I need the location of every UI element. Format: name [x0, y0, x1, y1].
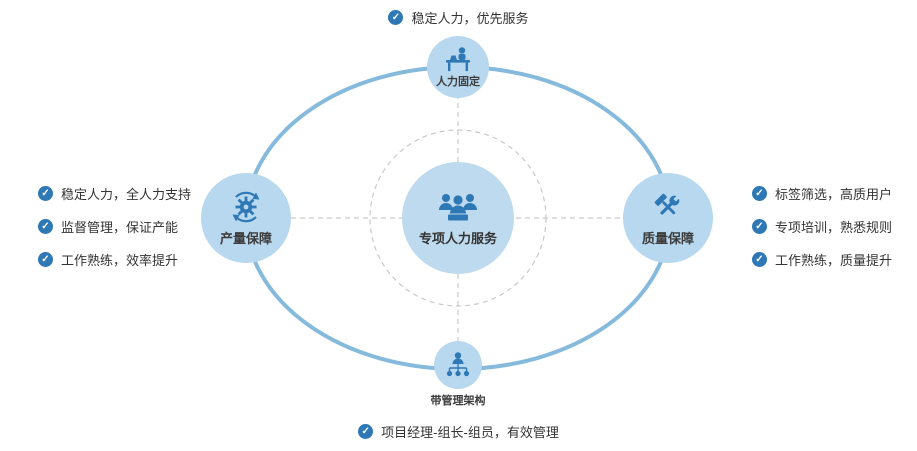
node-center-service: 专项人力服务: [402, 162, 514, 274]
annotation-bottom-text: 项目经理-组长-组员，有效管理: [381, 425, 559, 440]
check-icon: ✓: [752, 252, 767, 267]
team-icon: [435, 189, 481, 223]
org-structure-icon: [445, 351, 471, 379]
hammer-wrench-icon: [651, 190, 685, 224]
benefit-text: 监督管理，保证产能: [61, 220, 179, 235]
benefit-item: ✓ 工作熟练，质量提升: [752, 250, 892, 269]
check-icon: ✓: [752, 219, 767, 234]
check-icon: ✓: [38, 252, 53, 267]
center-label: 专项人力服务: [418, 231, 497, 246]
benefit-text: 工作熟练，效率提升: [61, 253, 179, 268]
check-icon: ✓: [38, 219, 53, 234]
benefit-list-left: ✓ 稳定人力，全人力支持 ✓ 监督管理，保证产能 ✓ 工作熟练，效率提升: [38, 184, 191, 283]
benefit-text: 工作熟练，质量提升: [775, 253, 893, 268]
benefit-item: ✓ 工作熟练，效率提升: [38, 250, 191, 269]
benefit-text: 标签筛选，高质用户: [775, 187, 893, 202]
benefit-text: 专项培训，熟悉规则: [775, 220, 893, 235]
annotation-top-text: 稳定人力，优先服务: [411, 11, 529, 26]
node-right-label: 质量保障: [641, 230, 694, 246]
benefit-item: ✓ 专项培训，熟悉规则: [752, 217, 892, 236]
annotation-bottom: ✓ 项目经理-组长-组员，有效管理: [0, 422, 917, 441]
node-bottom-label: 带管理架构: [430, 395, 486, 407]
node-management-structure: 带管理架构: [418, 341, 498, 408]
check-icon: ✓: [38, 186, 53, 201]
benefit-item: ✓ 标签筛选，高质用户: [752, 184, 892, 203]
benefit-item: ✓ 监督管理，保证产能: [38, 217, 191, 236]
check-icon: ✓: [388, 10, 404, 25]
check-icon: ✓: [752, 186, 767, 201]
node-left-label: 产量保障: [219, 230, 272, 246]
benefit-item: ✓ 稳定人力，全人力支持: [38, 184, 191, 203]
node-manpower-fixed: 人力固定: [427, 36, 489, 98]
node-quality-guarantee: 质量保障: [623, 173, 713, 263]
benefit-text: 稳定人力，全人力支持: [61, 187, 192, 202]
desk-person-icon: [444, 46, 472, 72]
node-bottom-circle: [434, 341, 482, 389]
annotation-top: ✓ 稳定人力，优先服务: [0, 8, 917, 27]
benefit-list-right: ✓ 标签筛选，高质用户 ✓ 专项培训，熟悉规则 ✓ 工作熟练，质量提升: [752, 184, 892, 283]
gear-sync-icon: [229, 190, 263, 224]
node-output-guarantee: 产量保障: [201, 173, 291, 263]
check-icon: ✓: [358, 424, 374, 439]
node-top-label: 人力固定: [436, 75, 480, 88]
